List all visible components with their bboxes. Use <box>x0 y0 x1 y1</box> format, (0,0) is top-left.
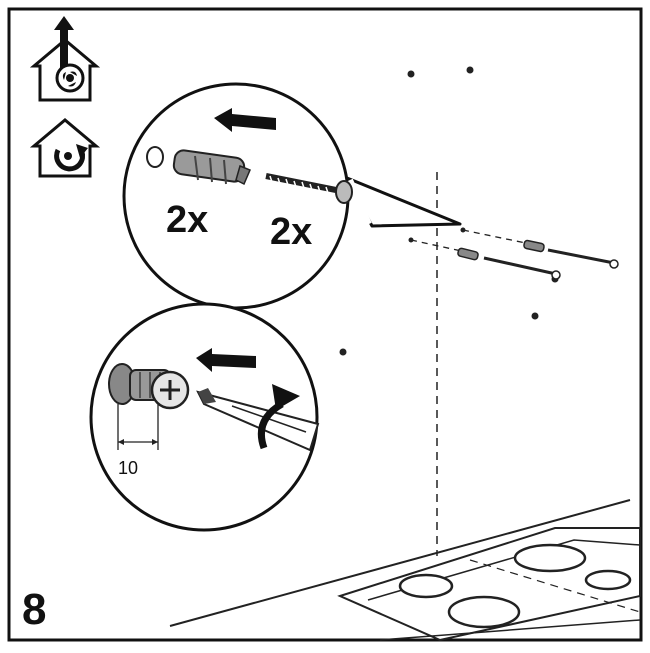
insert-direction-arrow-top <box>214 108 276 132</box>
detail-bubble-screw-depth: 10 <box>89 302 320 532</box>
plug-quantity-label: 2x <box>166 199 208 241</box>
extraction-mode-icon <box>29 16 101 102</box>
rotation-arrow <box>257 384 300 450</box>
insert-direction-arrow-bottom <box>196 348 256 372</box>
screw-quantity-label: 2x <box>270 211 312 253</box>
wall-hole-detail <box>146 146 164 168</box>
recirculation-mode-icon <box>29 118 101 178</box>
dimension-marker <box>117 404 159 450</box>
screw-detail <box>265 173 353 204</box>
step-number: 8 <box>22 585 47 634</box>
cooktop <box>169 499 641 642</box>
wall-plug-and-screw-assembly <box>410 229 619 280</box>
screwdriver-detail <box>196 388 320 452</box>
wall-plug-detail <box>172 149 251 186</box>
dimension-label: 10 <box>118 458 138 478</box>
